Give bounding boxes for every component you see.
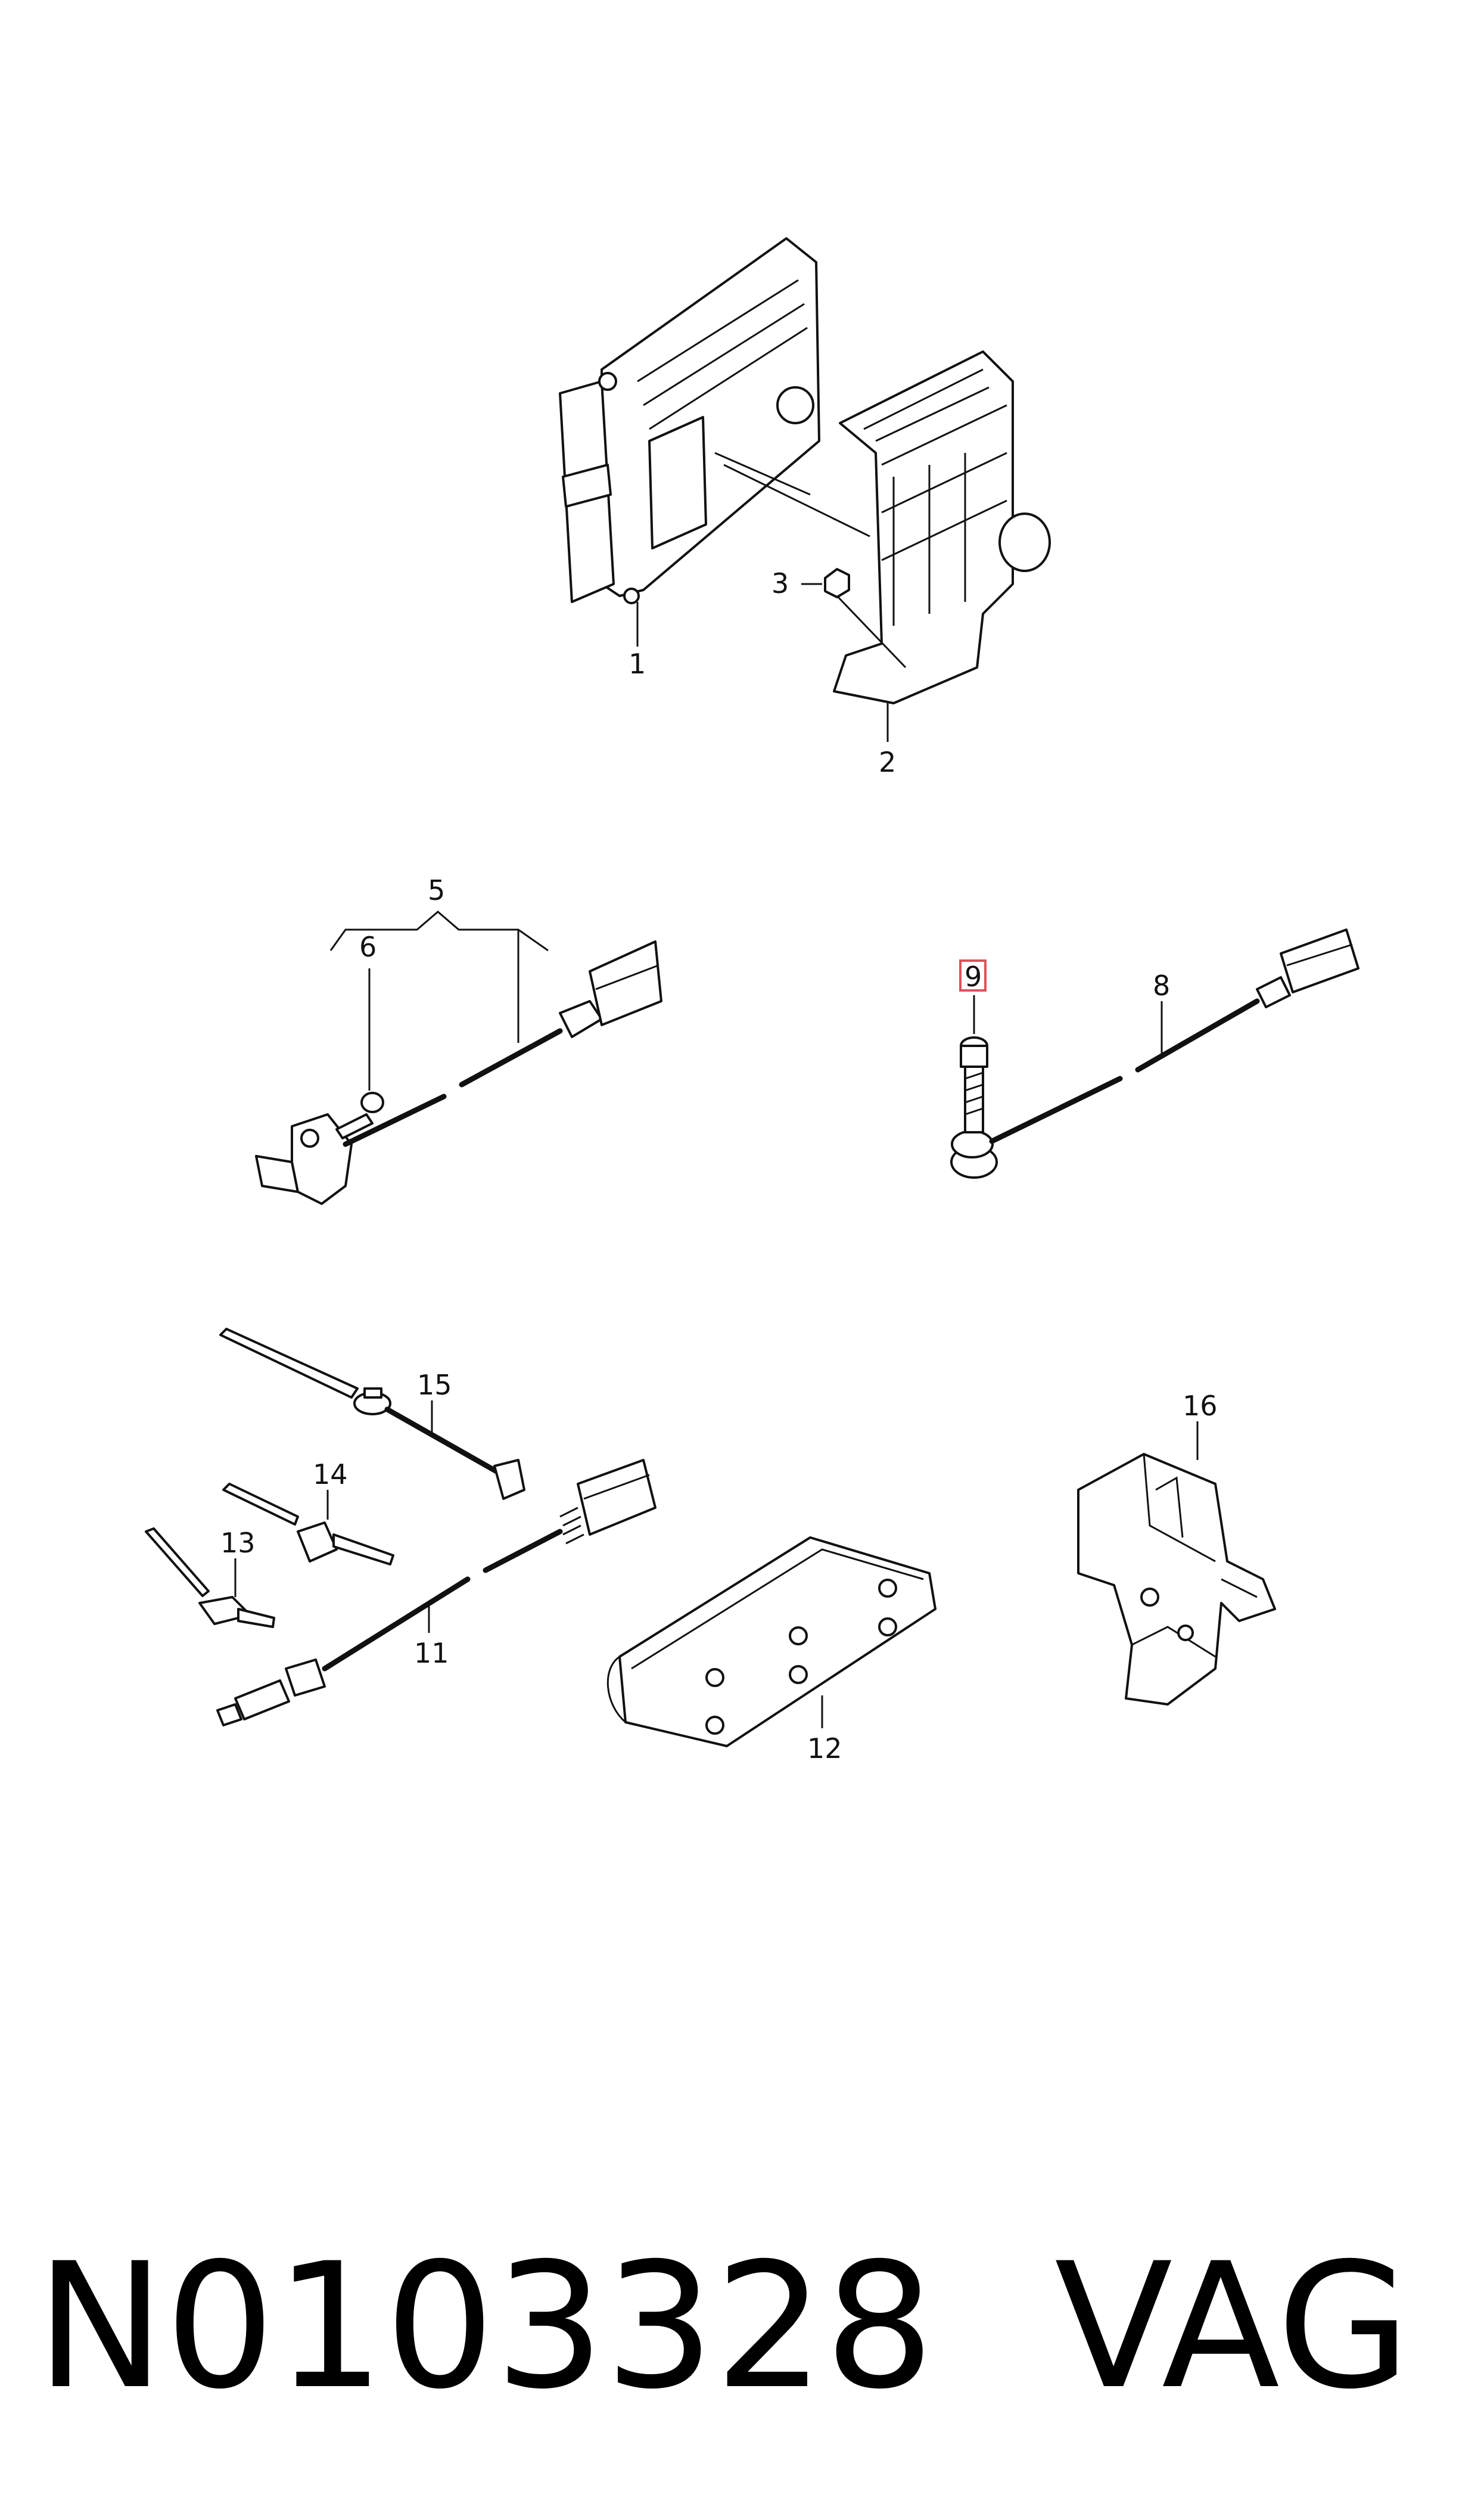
cable-tie-part-15[interactable]	[219, 1328, 525, 1500]
brand-label: VAG	[1054, 2226, 1411, 2427]
bolt-part-6[interactable]	[335, 1092, 384, 1139]
callout-15: 15	[417, 1369, 452, 1401]
callout-11: 11	[414, 1637, 449, 1669]
callout-3: 3	[771, 567, 789, 600]
callout-1: 1	[629, 648, 646, 680]
part-number: N0103328	[36, 2226, 935, 2427]
callout-12: 12	[807, 1732, 842, 1765]
callout-8: 8	[1153, 970, 1170, 1002]
callout-2: 2	[879, 746, 896, 778]
bolt-part-9[interactable]	[960, 1036, 988, 1133]
knock-sensor-part-8[interactable]	[950, 928, 1359, 1179]
clip-part-14[interactable]	[222, 1483, 394, 1566]
holder-part-13[interactable]	[145, 1527, 275, 1628]
callout-9[interactable]: 9	[965, 961, 982, 993]
oxygen-sensor-part-11[interactable]	[216, 1459, 657, 1726]
callout-5: 5	[428, 874, 445, 906]
callout-13: 13	[220, 1527, 256, 1559]
callout-14: 14	[313, 1458, 348, 1490]
bracket-part-2[interactable]	[833, 350, 1051, 704]
bracket-part-16[interactable]	[1077, 1453, 1276, 1706]
heat-shield-part-12[interactable]	[606, 1536, 937, 1747]
speed-sensor-part-5[interactable]	[255, 940, 662, 1205]
nut-part-3[interactable]	[824, 568, 907, 669]
highlight-box-9	[959, 959, 987, 992]
callout-16: 16	[1183, 1390, 1218, 1422]
control-unit-part-1[interactable]	[559, 237, 870, 604]
callout-6: 6	[359, 931, 377, 963]
